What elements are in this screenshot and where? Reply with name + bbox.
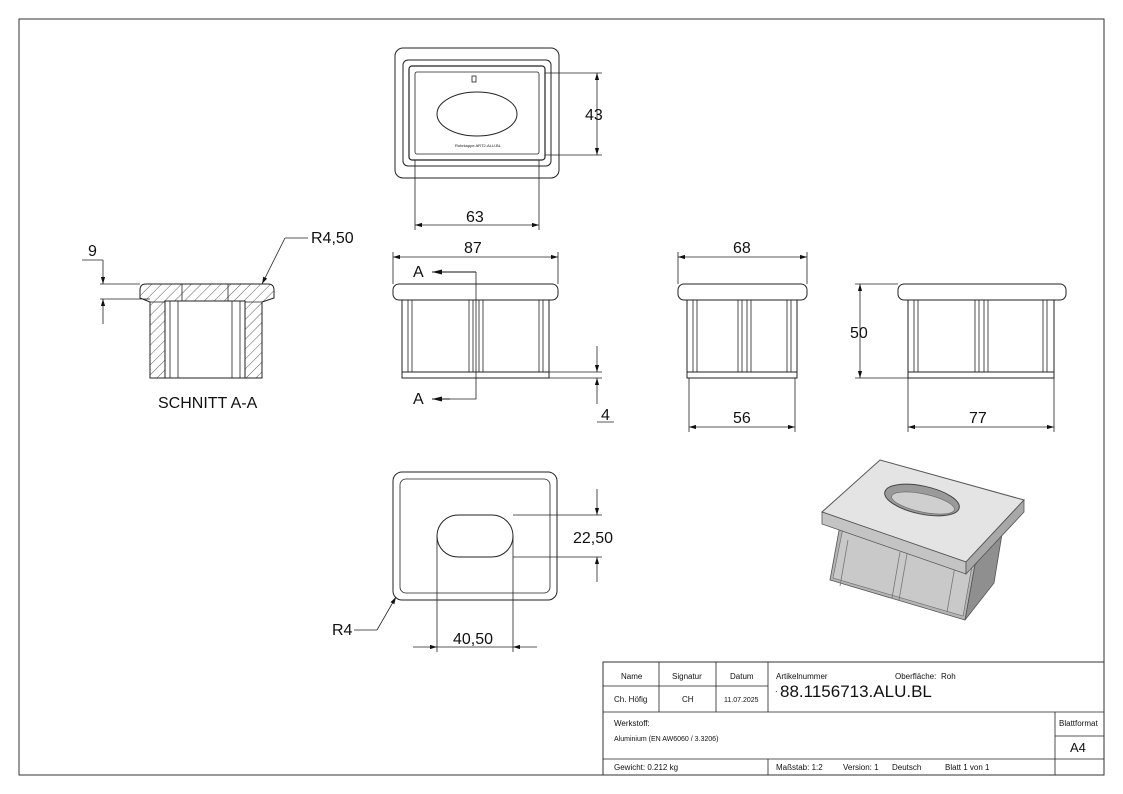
tb-oberflaeche-value: Roh: [941, 672, 956, 681]
section-label: SCHNITT A-A: [158, 395, 258, 412]
plate-view: 22,50 40,50 R4: [332, 471, 613, 652]
dim-r450-label: R4,50: [311, 230, 354, 247]
right-view: 50 77: [850, 283, 1067, 432]
top-view: Rohrkappe ART2-ALU-BL 43 63: [394, 47, 603, 230]
dim-56-label: 56: [733, 410, 751, 427]
tb-col-datum: Datum: [730, 672, 754, 681]
tb-blatt: Blatt 1 von 1: [945, 763, 990, 772]
sheet-border: [18, 18, 1105, 776]
tb-blattformat-value: A4: [1070, 740, 1086, 755]
dim-43-label: 43: [585, 107, 603, 124]
top-view-slot: [436, 91, 518, 137]
tb-gewicht: Gewicht: 0.212 kg: [614, 763, 678, 772]
dim-4050-label: 40,50: [453, 631, 493, 648]
tb-artikel-label: Artikelnummer: [776, 672, 828, 681]
cut-marker-a-top: A: [413, 264, 424, 281]
dim-77-label: 77: [969, 410, 987, 427]
title-block: Name Signatur Datum Ch. Höfig CH 11.07.2…: [602, 661, 1105, 776]
tb-col-name: Name: [621, 672, 643, 681]
tb-werkstoff-label: Werkstoff:: [614, 719, 650, 728]
side-view: 68 56: [677, 240, 808, 432]
dim-r4-label: R4: [332, 622, 353, 639]
dim-68-label: 68: [733, 240, 751, 257]
tb-massstab: Maßstab: 1:2: [776, 763, 823, 772]
tb-artikel-nummer: 88.1156713.ALU.BL: [780, 682, 932, 701]
tb-blattformat-label: Blattformat: [1059, 719, 1098, 728]
dim-87-label: 87: [464, 240, 482, 257]
front-view: 87 A A 4: [392, 240, 614, 424]
tb-sprache: Deutsch: [892, 763, 921, 772]
tb-col-signatur: Signatur: [672, 672, 702, 681]
dim-9-label: 9: [88, 243, 97, 260]
isometric-view: [821, 459, 1025, 621]
svg-text:Rohrkappe ART2-ALU-BL: Rohrkappe ART2-ALU-BL: [455, 143, 502, 148]
plate-slot: [436, 514, 514, 558]
tb-name: Ch. Höfig: [614, 695, 647, 704]
tb-version: Version: 1: [843, 763, 879, 772]
cut-marker-a-bottom: A: [413, 391, 424, 408]
section-view-a-a: SCHNITT A-A R4,50 9: [82, 230, 354, 412]
dim-4-label: 4: [601, 407, 610, 424]
tb-datum: 11.07.2025: [724, 697, 759, 704]
tb-signatur: CH: [682, 695, 694, 704]
dim-63-label: 63: [466, 209, 484, 226]
tb-artikel-prefix: ᐧ: [775, 687, 777, 697]
tb-werkstoff-value: Aluminium (EN AW6060 / 3.3206): [614, 736, 718, 743]
dim-50-label: 50: [850, 325, 868, 342]
tb-oberflaeche-label: Oberfläche:: [895, 672, 936, 681]
dim-2250-label: 22,50: [573, 530, 613, 547]
